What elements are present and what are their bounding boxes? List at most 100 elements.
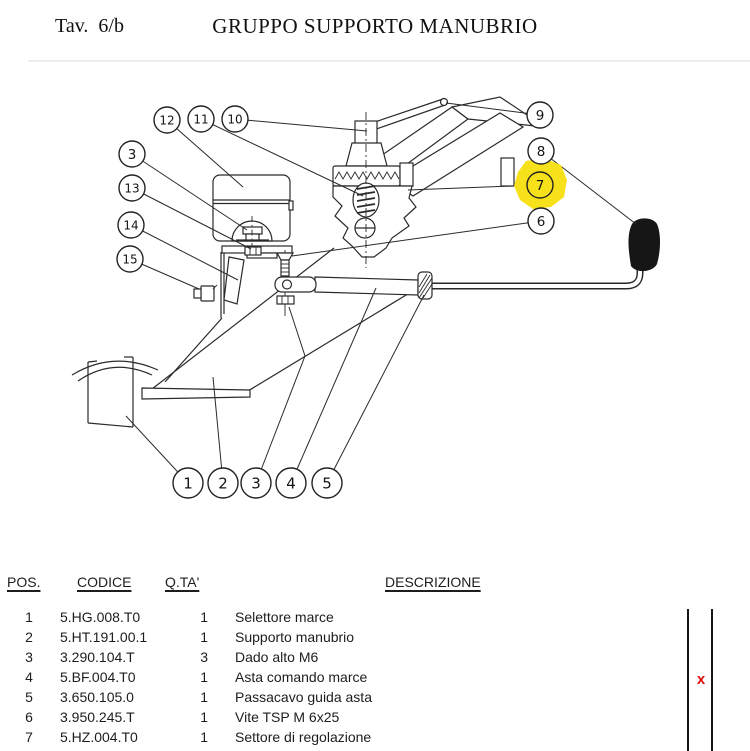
- cell-des: Dado alto M6: [235, 649, 319, 665]
- cell-pos: 2: [25, 629, 33, 645]
- mounting-console: [141, 247, 417, 400]
- callout-circle-7: [526, 171, 554, 199]
- header-descrizione: DESCRIZIONE: [385, 574, 481, 590]
- header-pos: POS.: [7, 574, 41, 590]
- callout-number-7: 7: [536, 178, 545, 194]
- cell-cod: 5.HG.008.T0: [60, 609, 141, 625]
- leader-line-14: [130, 224, 239, 281]
- cell-pos: 4: [25, 669, 33, 685]
- cell-des: Selettore marce: [235, 609, 334, 625]
- cell-qta: 1: [200, 669, 208, 685]
- callout-number-3: 3: [128, 147, 137, 163]
- callout-circle-10: [221, 105, 249, 133]
- callout-number-1: 1: [183, 474, 193, 492]
- leader-line-3: [255, 306, 306, 484]
- table-rule-line: [711, 609, 713, 751]
- callout-circle-13: [118, 174, 146, 202]
- selector-cup: [71, 356, 159, 428]
- leader-line-10: [234, 118, 368, 132]
- cell-des: Passacavo guida asta: [235, 689, 372, 705]
- cell-qta: 3: [200, 649, 208, 665]
- leader-line-8: [540, 150, 637, 225]
- callout-circle-3: [240, 467, 272, 499]
- cell-qta: 1: [200, 689, 208, 705]
- leader-line-2: [212, 376, 224, 484]
- cell-pos: 3: [25, 649, 33, 665]
- callout-number-5: 5: [322, 474, 332, 492]
- callout-circle-1: [172, 467, 204, 499]
- leader-line-13: [131, 187, 252, 250]
- table-rule-line: [687, 609, 689, 751]
- callout-number-15: 15: [122, 252, 137, 266]
- leader-line-4: [290, 287, 377, 484]
- callout-circle-3: [118, 140, 146, 168]
- cell-qta: 1: [200, 709, 208, 725]
- cell-cod: 5.HZ.004.T0: [60, 729, 138, 745]
- leader-line-5: [326, 294, 425, 484]
- table-row: 2 5.HT.191.00.1 1 Supporto manubrio: [0, 629, 680, 649]
- callout-number-6: 6: [537, 214, 546, 230]
- rod-knob: [628, 218, 660, 272]
- callout-circle-14: [117, 211, 145, 239]
- callout-circle-8: [527, 137, 555, 165]
- cell-pos: 7: [25, 729, 33, 745]
- cell-qta: 1: [200, 729, 208, 745]
- table-row: 6 3.950.245.T 1 Vite TSP M 6x25: [0, 709, 680, 729]
- callout-circle-15: [116, 245, 144, 273]
- cell-cod: 5.HT.191.00.1: [60, 629, 148, 645]
- cell-des: Supporto manubrio: [235, 629, 355, 645]
- callout-number-12: 12: [159, 113, 174, 127]
- table-row: 5 3.650.105.0 1 Passacavo guida asta: [0, 689, 680, 709]
- support-bracket: [332, 112, 417, 268]
- callout-circle-9: [526, 101, 554, 129]
- cell-pos: 5: [25, 689, 33, 705]
- rod-cable-guide: [417, 271, 433, 300]
- callout-number-14: 14: [123, 218, 138, 232]
- callout-number-11: 11: [193, 112, 208, 126]
- cover-box: [212, 174, 294, 259]
- callout-number-4: 4: [286, 474, 296, 492]
- scan-edge-line: [28, 60, 750, 62]
- flange-nut: [244, 246, 262, 256]
- cell-des: Asta comando marce: [235, 669, 368, 685]
- clevis-nut: [276, 295, 295, 305]
- cell-cod: 3.950.245.T: [60, 709, 135, 725]
- cell-des: Vite TSP M 6x25: [235, 709, 340, 725]
- callout-circle-11: [187, 105, 215, 133]
- leader-line-3: [131, 153, 248, 231]
- table-row: 4 5.BF.004.T0 1 Asta comando marce: [0, 669, 680, 689]
- callout-circle-2: [207, 467, 239, 499]
- parts-table-body: 1 5.HG.008.T0 1 Selettore marce 2 5.HT.191.00…: [0, 609, 680, 749]
- row-mark-x: x: [696, 671, 706, 688]
- callout-circle-4: [275, 467, 307, 499]
- control-rod-assembly: [274, 218, 660, 300]
- leader-line-6: [291, 220, 542, 257]
- table-row: 7 5.HZ.004.T0 1 Settore di regolazione: [0, 729, 680, 749]
- leader-line-11: [200, 118, 364, 197]
- cell-cod: 5.BF.004.T0: [60, 669, 136, 685]
- cable-guide: [193, 284, 218, 302]
- angle-bracket: [223, 256, 245, 305]
- callout-number-8: 8: [537, 144, 546, 160]
- cell-qta: 1: [200, 609, 208, 625]
- page-title: GRUPPO SUPPORTO MANUBRIO: [212, 14, 538, 38]
- cell-des: Settore di regolazione: [235, 729, 372, 745]
- header-codice: CODICE: [77, 574, 132, 590]
- callout-number-9: 9: [536, 108, 545, 124]
- cell-qta: 1: [200, 629, 208, 645]
- cell-cod: 3.650.105.0: [60, 689, 134, 705]
- leader-line-9: [445, 102, 541, 116]
- cell-pos: 6: [25, 709, 33, 725]
- table-number-label: Tav. 6/b: [55, 15, 124, 37]
- header-qta: Q.TA': [165, 574, 200, 590]
- table-header: POS. CODICE Q.TA' DESCRIZIONE: [0, 574, 750, 594]
- callout-number-3: 3: [251, 474, 261, 492]
- callout-number-10: 10: [227, 112, 242, 126]
- leader-line-12: [166, 119, 244, 188]
- callout-circle-5: [311, 467, 343, 499]
